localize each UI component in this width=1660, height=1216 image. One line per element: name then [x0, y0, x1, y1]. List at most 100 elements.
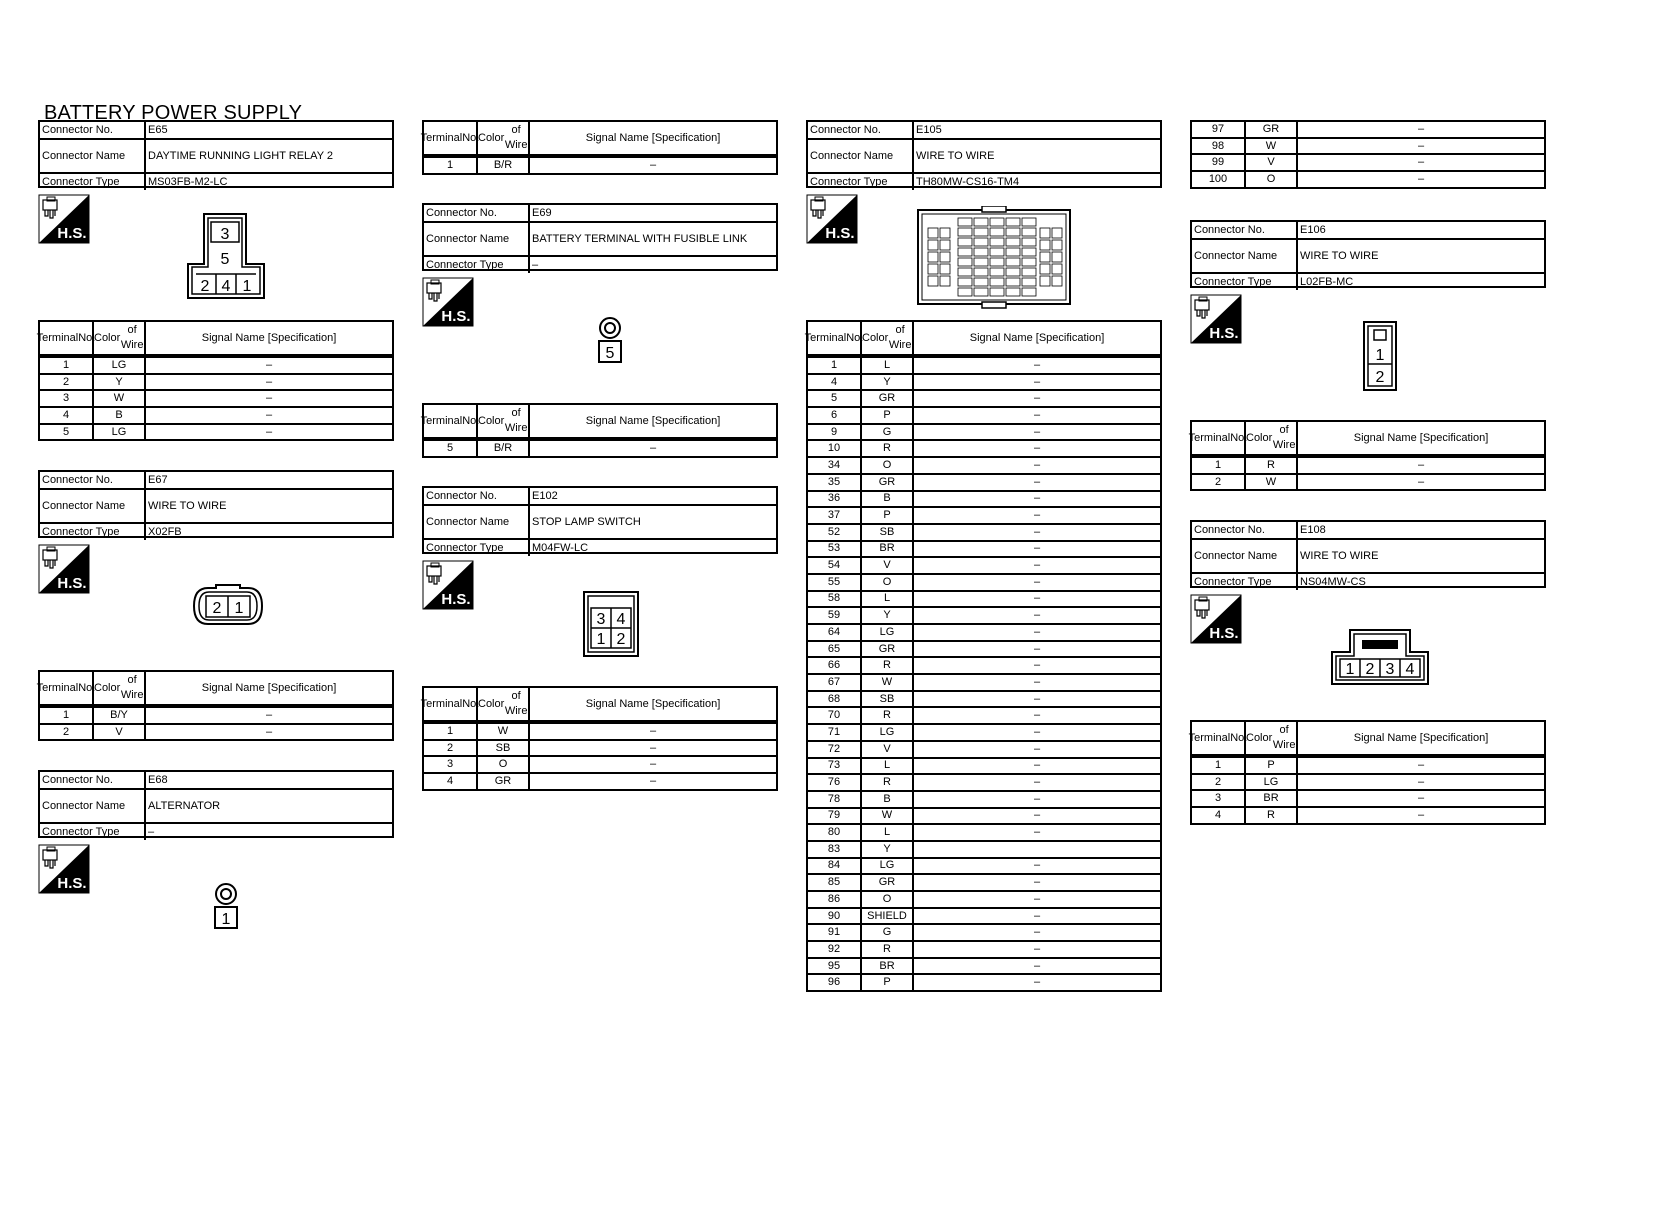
pin-cell — [1005, 247, 1021, 257]
cell-signal: – — [1417, 792, 1425, 805]
cell-color: R — [862, 658, 914, 674]
cell-terminal: 1 — [1192, 458, 1246, 473]
header-line: of Wire — [504, 407, 528, 434]
connector-diagram-e102: 3 4 1 2 — [583, 591, 639, 657]
header-line: No. — [846, 331, 864, 344]
info-value: X02FB — [148, 526, 182, 538]
header-signal-name: Signal Name [Specification] — [585, 697, 721, 710]
pin-cell — [927, 227, 939, 239]
cell-terminal: 1 — [424, 724, 478, 739]
info-row-type: Connector Type– — [424, 255, 776, 273]
pin-label: 3 — [1386, 661, 1395, 678]
pin-cell — [1005, 237, 1021, 247]
cell-terminal: 97 — [1192, 122, 1246, 137]
cell-terminal: 65 — [808, 641, 862, 657]
cell-color: B/R — [478, 441, 530, 456]
cell-color: R — [862, 775, 914, 790]
cell-signal: – — [1033, 776, 1041, 789]
pin-cell — [1005, 267, 1021, 277]
harness-side-icon: H.S. — [1190, 594, 1242, 644]
info-value: ALTERNATOR — [148, 800, 221, 812]
hs-graphic: H.S. — [1190, 594, 1242, 644]
header-line: of Wire — [1272, 424, 1296, 451]
cell-signal: – — [1033, 976, 1041, 989]
header-line: Terminal — [36, 681, 79, 694]
header-line: Color — [1246, 431, 1273, 444]
header-line: Terminal — [1188, 731, 1231, 744]
pin-label: 1 — [222, 911, 231, 928]
cell-terminal: 92 — [808, 942, 862, 957]
hs-graphic: H.S. — [422, 560, 474, 610]
connector-diagram-e69: 5 — [598, 317, 622, 363]
cell-color: L — [862, 825, 914, 840]
cell-signal: – — [1033, 909, 1041, 922]
pin-cell — [957, 277, 973, 287]
info-value: BATTERY TERMINAL WITH FUSIBLE LINK — [532, 233, 748, 245]
cell-color: L — [862, 591, 914, 607]
header-signal-name: Signal Name [Specification] — [585, 414, 721, 427]
cell-color: O — [862, 458, 914, 473]
info-row-no: Connector No.E102 — [424, 488, 776, 504]
header-line: No. — [462, 414, 480, 427]
pin-label: 5 — [221, 251, 230, 268]
pin-cell — [1021, 277, 1037, 287]
cell-terminal: 59 — [808, 608, 862, 623]
info-value: DAYTIME RUNNING LIGHT RELAY 2 — [148, 150, 334, 162]
cell-terminal: 1 — [424, 158, 478, 173]
header-signal-name: Signal Name [Specification] — [585, 131, 721, 144]
info-row-no: Connector No.E68 — [40, 772, 392, 788]
info-row-no: Connector No.E106 — [1192, 222, 1544, 238]
pin-label: 1 — [1376, 347, 1385, 364]
info-key: Connector Type — [40, 524, 146, 540]
pin-cell — [939, 263, 951, 275]
cell-terminal: 76 — [808, 775, 862, 790]
cell-signal: – — [1033, 592, 1041, 605]
pin-label: 1 — [597, 631, 606, 648]
cell-color: W — [94, 391, 146, 407]
pin-cell — [927, 239, 939, 251]
cell-color: G — [862, 424, 914, 440]
cell-signal: – — [649, 741, 657, 754]
cell-color: W — [862, 808, 914, 824]
cell-signal: – — [1033, 525, 1041, 538]
cell-color: O — [1246, 172, 1298, 187]
pin-label: 2 — [1366, 661, 1375, 678]
info-value: – — [532, 259, 539, 271]
cell-signal: – — [1033, 475, 1041, 488]
info-key: Connector No. — [808, 122, 914, 138]
cell-signal: – — [1033, 959, 1041, 972]
header-line: No. — [462, 131, 480, 144]
hs-label: H.S. — [57, 575, 86, 592]
pin-cell — [957, 227, 973, 237]
cell-signal: – — [649, 158, 657, 171]
cell-color: SB — [862, 524, 914, 540]
pin-cell — [989, 247, 1005, 257]
info-key: Connector No. — [40, 772, 146, 788]
pin-cell — [1005, 287, 1021, 297]
info-key: Connector No. — [1192, 222, 1298, 238]
pin-cell — [1005, 257, 1021, 267]
cell-color: R — [862, 441, 914, 457]
info-key: Connector Type — [40, 174, 146, 190]
header-line: Terminal — [420, 414, 463, 427]
cell-color: L — [862, 758, 914, 774]
harness-side-icon: H.S. — [1190, 294, 1242, 344]
hs-label: H.S. — [57, 875, 86, 892]
cell-signal: – — [649, 724, 657, 737]
connector-diagram-e106: 1 2 — [1363, 321, 1397, 391]
cell-signal: – — [1033, 742, 1041, 755]
